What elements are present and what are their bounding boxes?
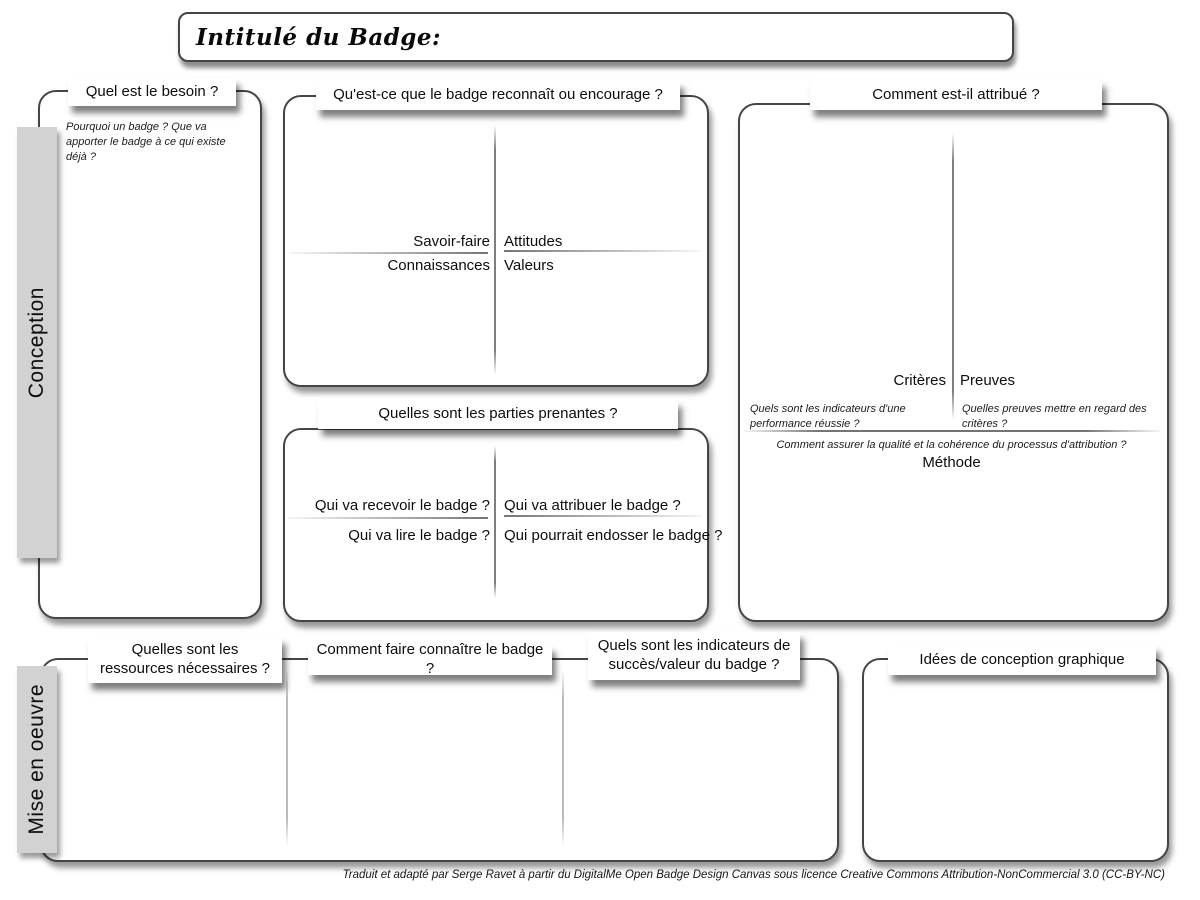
criteres-hint: Quels sont les indicateurs d'une perform… <box>750 403 906 430</box>
label-preuves: Preuves <box>960 372 1016 389</box>
reconnait-hline-left <box>290 252 488 254</box>
quadrant-savoir-faire: Savoir-faire <box>413 233 490 250</box>
panel-besoin-title: Quel est le besoin ? <box>68 78 236 106</box>
label-methode: Méthode <box>922 454 981 471</box>
attribue-vertical-divider <box>952 133 954 420</box>
panel-idees <box>862 658 1169 862</box>
panel-mise-en-oeuvre <box>40 658 839 862</box>
quadrant-recevoir: Qui va recevoir le badge ? <box>314 497 490 514</box>
quadrant-attitudes: Attitudes <box>504 233 563 250</box>
bottom-divider-1 <box>286 672 288 844</box>
quadrant-connaissances: Connaissances <box>387 257 490 274</box>
panel-parties-title: Quelles sont les parties prenantes ? <box>318 400 678 429</box>
panel-idees-title: Idées de conception graphique <box>888 645 1156 675</box>
quadrant-endosser: Qui pourrait endosser le badge ? <box>504 527 723 544</box>
panel-attribue-title: Comment est-il attribué ? <box>810 80 1102 110</box>
panel-ressources-title: Quelles sont les ressources nécessaires … <box>88 637 282 683</box>
phase-bar-mise-en-oeuvre: Mise en oeuvre <box>17 666 57 853</box>
quadrant-lire: Qui va lire le badge ? <box>348 527 490 544</box>
badge-title-box: Intitulé du Badge: <box>178 12 1014 62</box>
panel-reconnait-title: Qu'est-ce que le badge reconnaît ou enco… <box>316 81 680 110</box>
besoin-hint: Pourquoi un badge ? Que va apporter le b… <box>66 121 226 163</box>
quadrant-valeurs: Valeurs <box>504 257 554 274</box>
quadrant-attribuer: Qui va attribuer le badge ? <box>504 497 681 514</box>
phase-label-mise-en-oeuvre: Mise en oeuvre <box>25 684 48 835</box>
badge-title-label: Intitulé du Badge: <box>196 23 442 51</box>
parties-hline-left <box>288 517 488 519</box>
methode-hint: Comment assurer la qualité et la cohéren… <box>776 439 1127 451</box>
preuves-hint: Quelles preuves mettre en regard des cri… <box>962 403 1147 430</box>
label-criteres: Critères <box>893 372 946 389</box>
parties-vertical-divider <box>494 446 496 598</box>
panel-connaitre-title: Comment faire connaître le badge ? <box>308 641 552 677</box>
parties-hline-right <box>504 515 702 517</box>
phase-bar-conception: Conception <box>17 127 57 558</box>
reconnait-hline-right <box>504 250 700 252</box>
attribue-hline <box>744 430 1160 432</box>
panel-besoin <box>38 90 262 619</box>
panel-reconnait <box>283 95 709 387</box>
footer-credit: Traduit et adapté par Serge Ravet à part… <box>342 869 1165 881</box>
bottom-divider-2 <box>562 672 564 844</box>
reconnait-vertical-divider <box>494 125 496 375</box>
panel-indicateurs-title: Quels sont les indicateurs de succès/val… <box>588 632 800 680</box>
panel-parties <box>283 428 709 622</box>
phase-label-conception: Conception <box>25 286 48 399</box>
